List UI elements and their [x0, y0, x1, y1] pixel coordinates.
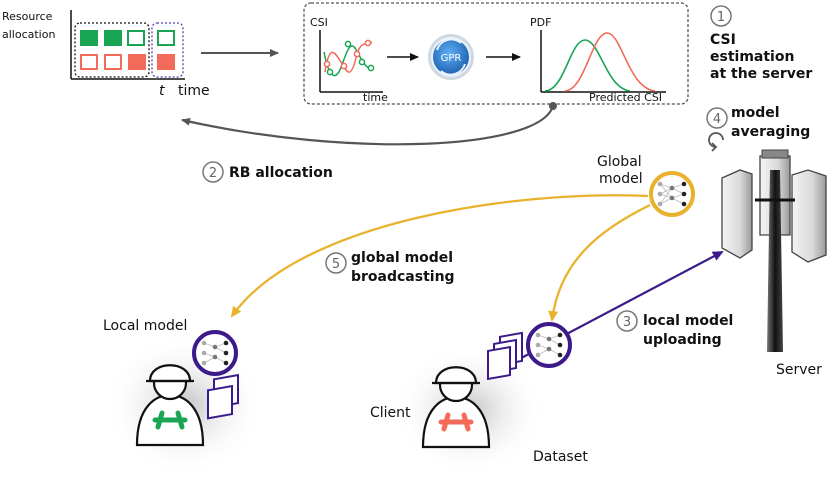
server-panel-left — [721, 169, 753, 259]
step-1-line1: CSI — [710, 32, 736, 48]
resource-axis-t: t — [159, 83, 165, 99]
step-4-label: 4 model averaging — [706, 105, 810, 152]
step-3-line1: local model — [643, 313, 733, 329]
arrow-broadcast-to-client — [548, 203, 651, 322]
pdf-curve-red — [564, 32, 656, 92]
wrench-icon — [152, 410, 188, 430]
step-3-label: 3 local model uploading — [616, 310, 733, 348]
local-model-network-icon — [192, 330, 238, 376]
step-2-text: RB allocation — [229, 165, 333, 181]
csi-points-red — [323, 39, 372, 70]
refresh-icon-head — [711, 142, 718, 152]
csi-panel-border — [303, 2, 689, 105]
client-dataset-icon — [487, 331, 523, 381]
step-4-number: 4 — [713, 112, 721, 127]
global-model: Global model — [597, 154, 695, 217]
csi-points-green — [326, 40, 375, 76]
rb-green-empty — [157, 30, 175, 46]
server-mast — [767, 170, 783, 352]
global-model-line2: model — [599, 171, 643, 187]
client-model-network-icon — [526, 322, 572, 368]
plot2-ylabel: PDF — [530, 16, 551, 29]
global-model-network-icon — [649, 171, 695, 217]
step-3-badge — [616, 310, 638, 332]
client-label: Client — [370, 405, 411, 421]
local-client: Local model — [103, 318, 265, 475]
rb-red-empty — [104, 54, 122, 70]
local-model-label: Local model — [103, 318, 187, 334]
step-2-number: 2 — [209, 166, 217, 181]
gpr-icon: GPR — [428, 34, 474, 80]
resource-label-line1: Resource — [2, 10, 53, 23]
step-4-line2: averaging — [731, 124, 810, 140]
dataset-label: Dataset — [533, 449, 588, 465]
step-1-number: 1 — [717, 10, 725, 25]
step-5-line1: global model — [351, 250, 453, 266]
wrench-icon — [438, 412, 474, 432]
step-2-badge — [202, 161, 224, 183]
allocated-block-group — [74, 22, 150, 78]
arrow-broadcast-to-local — [230, 194, 649, 318]
rb-red-filled — [128, 54, 146, 70]
arrow-rb-allocation — [181, 105, 555, 146]
local-dataset-icon — [207, 373, 239, 420]
resource-allocation-block: Resource allocation t time — [2, 10, 210, 99]
step-4-badge — [706, 107, 728, 129]
resource-axis-time: time — [178, 83, 210, 99]
remote-client: Client Dataset — [370, 322, 588, 475]
step-2-label: 2 RB allocation — [202, 161, 333, 183]
csi-estimation-panel: CSI time GPR PDF — [303, 2, 689, 105]
plot1-xlabel: time — [363, 91, 388, 104]
server-panel-right — [791, 169, 827, 263]
global-model-line1: Global — [597, 154, 642, 170]
refresh-icon — [708, 132, 724, 148]
step-3-number: 3 — [623, 315, 631, 330]
step-1-line3: at the server — [710, 66, 812, 82]
gpr-label: GPR — [441, 53, 462, 64]
csi-series-red — [324, 41, 373, 73]
rb-green-empty — [127, 30, 145, 46]
step-5-badge — [325, 252, 347, 274]
arrow-rb-allocation-origin — [549, 102, 557, 110]
client-person-icon — [421, 366, 491, 449]
step-3-line2: uploading — [643, 332, 722, 348]
worker-person-icon — [135, 364, 205, 447]
resource-label-line2: allocation — [2, 28, 55, 41]
plot2-xlabel: Predicted CSI — [589, 91, 662, 104]
rb-red-empty — [80, 54, 98, 70]
rb-red-filled — [157, 54, 175, 70]
step-5-line2: broadcasting — [351, 269, 455, 285]
server-label: Server — [776, 362, 822, 378]
step-5-number: 5 — [332, 257, 340, 272]
step-1-label: 1 CSI estimation at the server — [710, 5, 812, 82]
step-1-badge — [710, 5, 732, 27]
rb-green-filled — [104, 30, 122, 46]
server-top-cap — [761, 149, 789, 159]
step-4-line1: model — [731, 105, 780, 121]
server-tower: Server — [721, 149, 827, 378]
step-5-label: 5 global model broadcasting — [325, 250, 455, 285]
step-1-line2: estimation — [710, 49, 794, 65]
pdf-curve-green — [544, 39, 631, 92]
plot1-ylabel: CSI — [310, 16, 328, 29]
rb-green-filled — [80, 30, 98, 46]
